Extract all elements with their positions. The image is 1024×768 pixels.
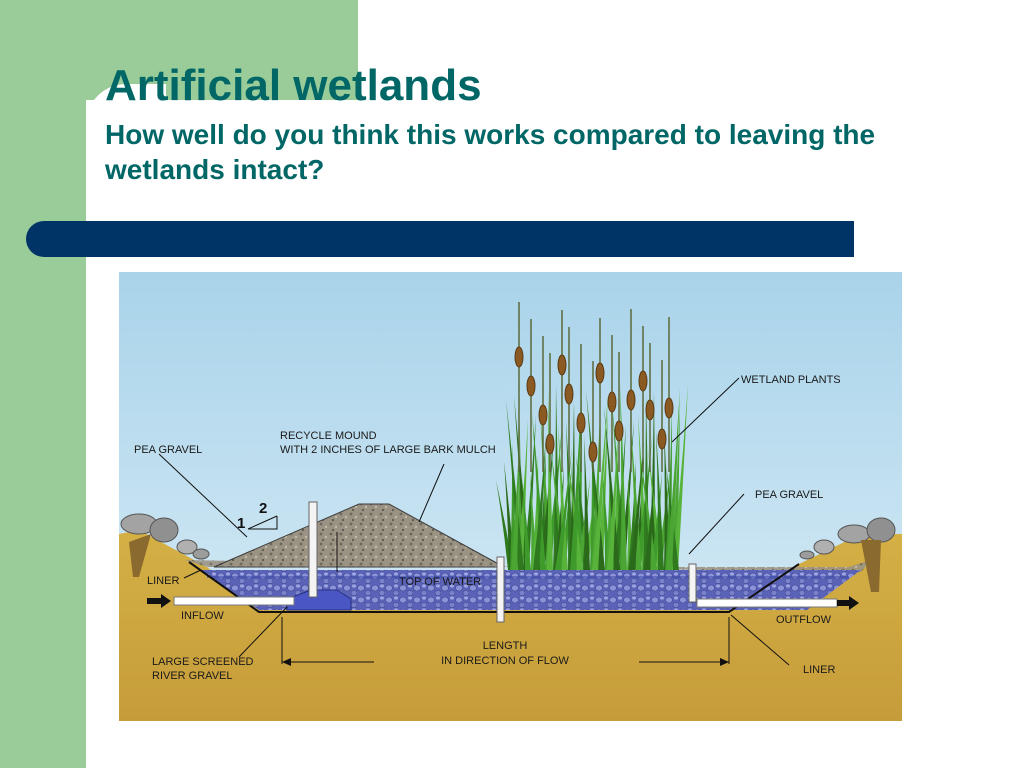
reed-leaf [575,397,582,570]
label-pea-gravel-left: PEA GRAVEL [134,444,202,456]
cattail-head [545,433,555,455]
label-river-gravel-line1: LARGE SCREENED [152,656,254,668]
length-arrow-right [720,658,729,666]
reed-leaf [511,423,520,570]
slide-side-band [0,0,86,768]
reed-leaf [539,431,554,570]
title-divider-bar [26,221,854,257]
reed-leaf [523,415,536,570]
wetland-plants [496,382,688,570]
wetland-cross-section-diagram: 2 1 PEA GRAVEL RECYCLE MOUND WITH 2 INCH… [119,272,902,721]
reed-leaf [650,472,662,570]
label-liner-left: LINER [147,575,179,587]
reed-leaf [582,474,598,570]
cattail-head [538,404,548,426]
slide-content-corner [86,84,166,164]
rock-pile-left [120,513,210,560]
length-arrow-left [282,658,291,666]
reed-leaf [607,429,618,570]
standpipe-middle [496,556,505,623]
leader-lines [158,377,790,666]
reed-leaf [558,424,568,570]
cattail-head [626,389,636,411]
cattail-head [526,375,536,397]
reed-leaf [522,477,531,570]
reed-leaf [584,436,590,570]
reed-leaf [630,418,642,570]
label-top-of-water: TOP OF WATER [399,576,481,588]
reed-leaf [553,385,559,570]
label-river-gravel-line2: RIVER GRAVEL [152,670,233,682]
embankment-right [861,540,881,592]
label-liner-right: LINER [803,664,835,676]
slope-run-label: 2 [259,500,267,517]
reed-leaf [644,476,654,570]
reed-leaf [666,388,680,570]
label-recycle-mound-line2: WITH 2 INCHES OF LARGE BARK MULCH [280,444,496,456]
label-wetland-plants: WETLAND PLANTS [741,374,841,386]
reed-leaf [649,391,655,570]
embankment-left [129,534,151,577]
outflow-arrow [837,596,859,610]
cattail-head [645,399,655,421]
standpipe-left [308,501,318,598]
slope-indicator [247,515,278,530]
reed-leaf [629,441,644,570]
cattail-head [514,346,524,368]
cattail-head [607,391,617,413]
cattail-head [657,428,667,450]
soil-ground [119,530,902,721]
label-inflow: INFLOW [181,610,224,622]
cattail-head [614,420,624,442]
reed-leaf [672,384,688,570]
reed-leaf [604,406,620,570]
standpipe-right [688,563,697,603]
reed-leaf [533,435,546,570]
cattail-head [576,412,586,434]
label-length-line2: IN DIRECTION OF FLOW [441,655,569,667]
reed-leaf [656,468,670,570]
reed-leaf [532,412,546,570]
reed-leaf [592,394,608,570]
reed-leaf [643,395,649,570]
slide-title: Artificial wetlands [105,61,482,110]
pea-gravel-layer [185,560,871,572]
reed-leaf [506,400,524,570]
reed-leaf [597,409,608,570]
cattail-heads [514,302,674,472]
cattail-head [595,362,605,384]
rock-pile-right [799,517,896,560]
cattail-head [664,397,674,419]
reed-leaf [613,425,626,570]
label-pea-gravel-right: PEA GRAVEL [755,489,823,501]
inflow-arrow [147,594,171,608]
label-outflow: OUTFLOW [776,614,832,626]
reed-leaf [640,453,657,570]
slide-subtitle: How well do you think this works compare… [105,119,876,185]
slope-rise-label: 1 [237,515,245,532]
reed-leaf [619,421,634,570]
reed-leaf [576,478,590,570]
cattail-head [557,354,567,376]
outflow-pipe [696,598,838,608]
label-recycle-mound-line1: RECYCLE MOUND [280,430,377,442]
label-length-line1: LENGTH [483,640,528,652]
liner-line [188,561,800,613]
cattail-head [588,441,598,463]
cattail-head [564,383,574,405]
reed-leaf [656,430,664,570]
reed-leaf [517,419,528,570]
reed-leaf [570,382,582,570]
inflow-pipe [173,596,295,606]
cattail-head [638,370,648,392]
